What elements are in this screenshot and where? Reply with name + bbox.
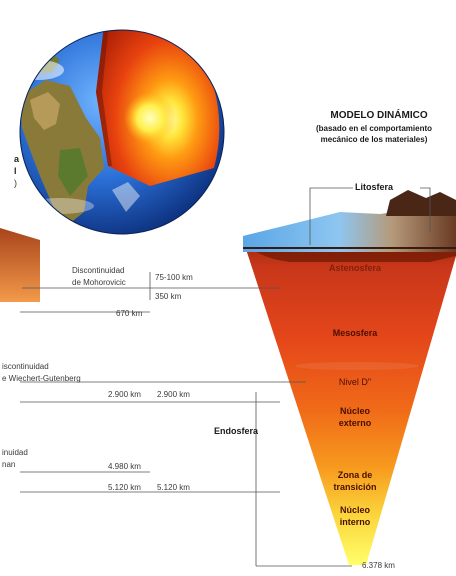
layer-nucleo-externo-2: externo bbox=[338, 418, 372, 428]
lehmann-label-1: inuidad bbox=[2, 448, 28, 457]
layer-zona-transicion-1: Zona de bbox=[337, 470, 373, 480]
layer-nivel-d: Nivel D" bbox=[338, 377, 372, 387]
header-subtitle-1: (basado en el comportamiento bbox=[315, 124, 433, 133]
depth-5120-left: 5.120 km bbox=[108, 483, 141, 492]
leader-lines bbox=[20, 187, 431, 567]
earth-globe bbox=[19, 29, 225, 235]
layer-zona-transicion-2: transición bbox=[333, 482, 377, 492]
left-section-fragment bbox=[0, 228, 40, 302]
depth-75-100: 75-100 km bbox=[155, 273, 193, 282]
depth-670: 670 km bbox=[116, 309, 143, 318]
layer-nucleo-interno-1: Núcleo bbox=[339, 505, 370, 515]
moho-label-1: Discontinuidad bbox=[72, 266, 125, 275]
left-fragment-label-3: ) bbox=[14, 178, 17, 188]
header-title: MODELO DINÁMICO bbox=[330, 110, 428, 121]
moho-label-2: de Mohorovicic bbox=[72, 278, 126, 287]
endosfera-label: Endosfera bbox=[214, 426, 259, 436]
wg-label-1: iscontinuidad bbox=[2, 362, 49, 371]
wg-label-2: e Wiechert-Gutenberg bbox=[2, 374, 81, 383]
layer-mesosfera: Mesosfera bbox=[332, 328, 378, 338]
left-fragment-label-2: l bbox=[14, 166, 17, 176]
layer-astenosfera: Astenosfera bbox=[328, 263, 382, 273]
left-fragment-label-1: a bbox=[14, 154, 20, 164]
dynamic-model-cone bbox=[243, 190, 456, 565]
depth-5120-right: 5.120 km bbox=[157, 483, 190, 492]
layer-nucleo-interno-2: interno bbox=[339, 517, 371, 527]
globe-inner-core bbox=[124, 92, 176, 144]
layer-nucleo-externo-1: Núcleo bbox=[339, 406, 370, 416]
lehmann-label-2: nan bbox=[2, 460, 16, 469]
depth-4980: 4.980 km bbox=[108, 462, 141, 471]
depth-6378: 6.378 km bbox=[362, 561, 395, 570]
depth-350: 350 km bbox=[155, 292, 182, 301]
depth-2900-right: 2.900 km bbox=[157, 390, 190, 399]
depth-2900-left: 2.900 km bbox=[108, 390, 141, 399]
header-subtitle-2: mecánico de los materiales) bbox=[320, 135, 428, 144]
litosfera-label: Litosfera bbox=[355, 182, 394, 192]
